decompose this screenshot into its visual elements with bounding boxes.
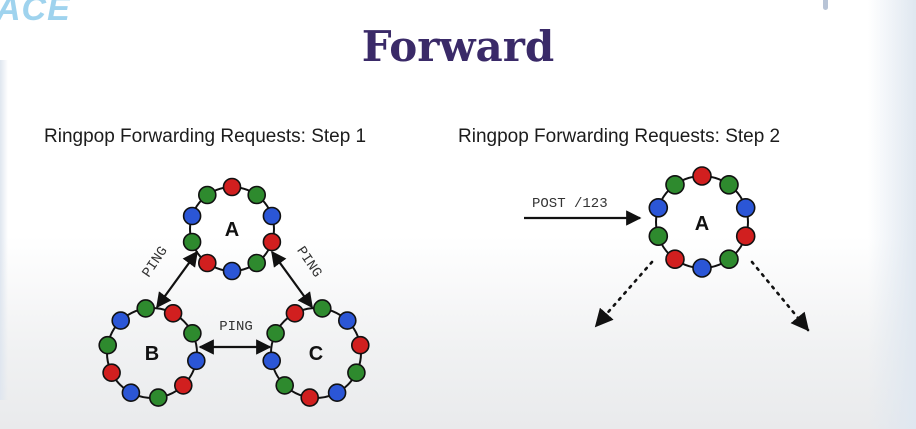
ringA2-node-7	[665, 249, 685, 270]
ringA-node-6	[222, 261, 242, 281]
ping-label-bc: PING	[219, 319, 253, 335]
forward-arrow-left	[594, 260, 654, 328]
ring-b: B	[98, 299, 206, 407]
step1-caption: Ringpop Forwarding Requests: Step 1	[44, 126, 367, 147]
ringC-node-7	[300, 388, 320, 407]
window-edge-left	[0, 60, 8, 400]
ringA-node-9	[182, 206, 202, 226]
ring-a-step2-label: A	[695, 213, 709, 235]
ringA-node-5	[247, 253, 267, 273]
scroll-indicator[interactable]	[823, 0, 828, 10]
ringB-node-1	[163, 303, 183, 323]
ringA2-node-6	[692, 258, 712, 278]
ringA-node-8	[182, 232, 202, 252]
ringC-node-10	[266, 323, 285, 343]
ringB-node-6	[121, 383, 141, 403]
ringA2-node-8	[648, 226, 669, 246]
ringA-node-3	[262, 206, 282, 226]
window-edge-right	[868, 0, 916, 429]
link-a-c	[271, 250, 313, 309]
ringA2-node-10	[665, 175, 685, 195]
ringC-node-4	[350, 335, 370, 355]
ringA-node-2	[247, 185, 267, 205]
ringA2-node-9	[648, 198, 669, 218]
ring-a: A	[182, 177, 282, 281]
ringC-node-8	[275, 376, 295, 395]
ringC-node-2	[312, 299, 332, 318]
ring-a-step2: A	[648, 166, 756, 278]
ringA-node-10	[198, 185, 217, 205]
ringB-node-9	[111, 311, 130, 330]
ring-c: C	[262, 299, 370, 407]
ring-a-label: A	[225, 219, 239, 241]
ringA-node-4	[262, 232, 282, 252]
link-a-b	[156, 250, 198, 309]
ringB-node-10	[136, 299, 155, 318]
ring-b-label: B	[145, 343, 159, 365]
ringB-node-5	[149, 388, 168, 407]
ringB-node-8	[98, 335, 117, 355]
ringA2-node-2	[719, 175, 739, 195]
ringC-node-3	[337, 311, 357, 330]
slide-title: Forward	[361, 22, 555, 71]
ringA2-node-3	[735, 198, 756, 218]
ringC-node-5	[347, 363, 366, 383]
ringC-node-1	[285, 303, 305, 323]
forward-arrow-right	[750, 260, 810, 332]
ringB-node-2	[183, 323, 202, 343]
ring-c-label: C	[309, 343, 323, 365]
step2-caption: Ringpop Forwarding Requests: Step 2	[458, 126, 781, 147]
ping-label-ac: PING	[292, 244, 324, 281]
ringB-node-3	[187, 351, 206, 371]
ringB-node-7	[102, 363, 121, 383]
ringA2-node-4	[735, 226, 756, 246]
ringC-node-6	[327, 383, 347, 403]
request-label: POST /123	[532, 196, 608, 212]
ringA2-node-1	[692, 166, 712, 186]
ringA-node-7	[198, 253, 217, 273]
ping-label-ab: PING	[139, 244, 171, 281]
ringA2-node-5	[719, 249, 739, 270]
brand-logo: ACE	[0, 0, 71, 28]
ringC-node-9	[262, 351, 282, 371]
ringB-node-4	[174, 376, 193, 395]
ringA-node-1	[222, 177, 242, 197]
